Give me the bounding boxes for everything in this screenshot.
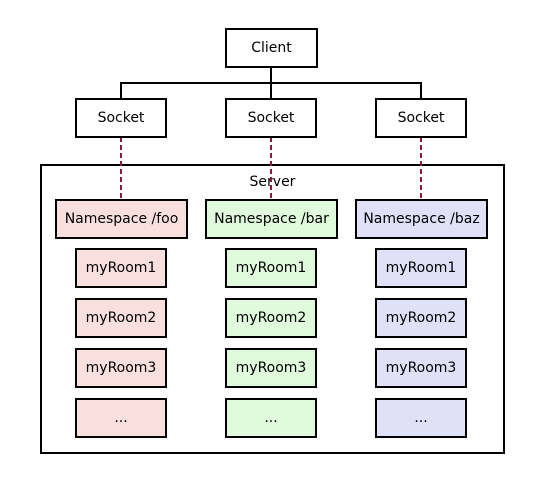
socket-node-2: Socket <box>225 98 317 138</box>
socket-label: Socket <box>97 110 145 126</box>
room-label: myRoom1 <box>385 260 457 276</box>
socket-node-1: Socket <box>75 98 167 138</box>
room-node: myRoom3 <box>75 348 167 388</box>
client-node: Client <box>225 28 318 68</box>
namespace-label: Namespace /baz <box>363 211 480 227</box>
room-label: ... <box>114 410 128 426</box>
room-label: myRoom3 <box>235 360 307 376</box>
socket-node-3: Socket <box>375 98 467 138</box>
room-label: myRoom1 <box>85 260 157 276</box>
server-label: Server <box>249 174 296 190</box>
namespace-label: Namespace /bar <box>214 211 329 227</box>
namespace-foo: Namespace /foo <box>55 199 188 239</box>
room-label: myRoom2 <box>85 310 157 326</box>
namespace-bar: Namespace /bar <box>205 199 338 239</box>
room-label: ... <box>264 410 278 426</box>
room-node: myRoom1 <box>375 248 467 288</box>
room-node: ... <box>75 398 167 438</box>
room-label: myRoom3 <box>385 360 457 376</box>
socket-label: Socket <box>397 110 445 126</box>
room-node: myRoom3 <box>225 348 317 388</box>
room-node: myRoom1 <box>75 248 167 288</box>
room-node: myRoom2 <box>75 298 167 338</box>
room-label: myRoom2 <box>385 310 457 326</box>
room-node: myRoom2 <box>225 298 317 338</box>
room-node: ... <box>375 398 467 438</box>
room-node: myRoom3 <box>375 348 467 388</box>
room-label: myRoom1 <box>235 260 307 276</box>
room-node: myRoom1 <box>225 248 317 288</box>
room-label: myRoom2 <box>235 310 307 326</box>
room-node: myRoom2 <box>375 298 467 338</box>
client-label: Client <box>251 40 292 56</box>
socket-label: Socket <box>247 110 295 126</box>
namespace-label: Namespace /foo <box>64 211 179 227</box>
room-node: ... <box>225 398 317 438</box>
namespace-baz: Namespace /baz <box>355 199 488 239</box>
room-label: myRoom3 <box>85 360 157 376</box>
room-label: ... <box>414 410 428 426</box>
